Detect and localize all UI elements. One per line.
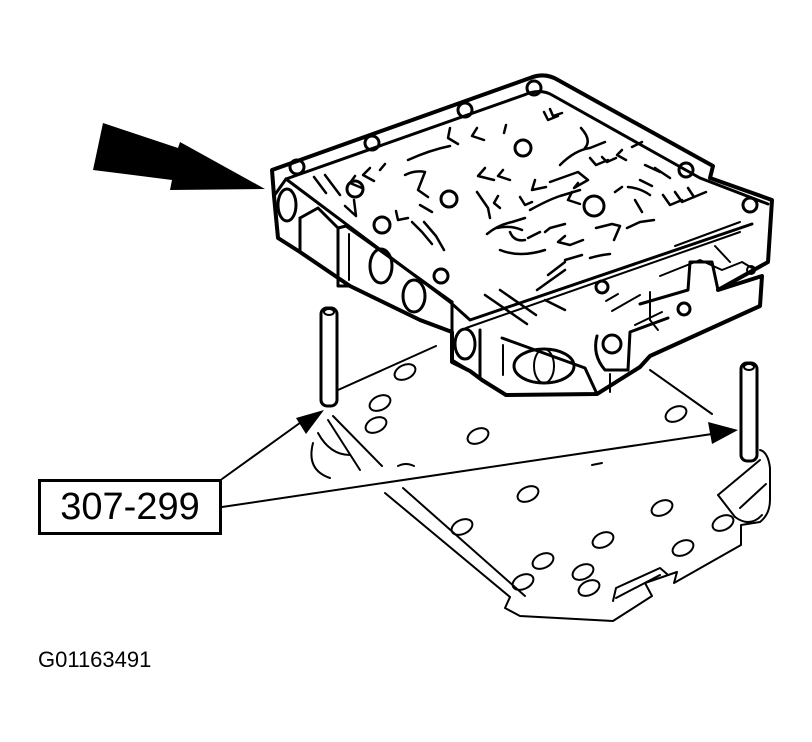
left-alignment-pin (319, 306, 339, 408)
right-alignment-pin (739, 361, 759, 463)
callout-leaders (221, 410, 738, 508)
valve-body (270, 73, 774, 397)
valve-body-channels (312, 107, 708, 326)
direction-arrow-icon (93, 123, 265, 190)
plate-holes (364, 363, 735, 597)
separator-plate (310, 345, 771, 622)
tool-number-label: 307-299 (60, 485, 200, 528)
figure-id: G01163491 (38, 647, 152, 672)
tool-number-callout: 307-299 (38, 479, 222, 535)
